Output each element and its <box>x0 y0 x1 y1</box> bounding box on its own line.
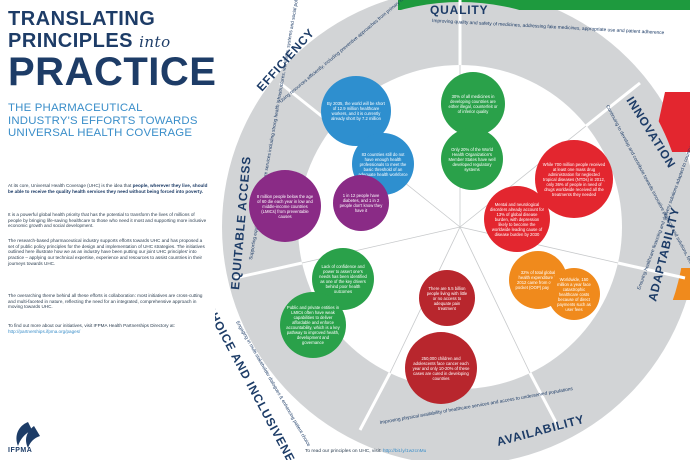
partnerships-link[interactable]: http://partnerships.ifpma.org/pages/ <box>8 328 81 334</box>
ifpma-logo-text: IFPMA <box>8 447 33 454</box>
principles-link[interactable]: http://bit.ly/1wzcnMu <box>382 449 427 454</box>
stat-bubble: 1 in 12 people have diabetes, and 1 in 2… <box>333 175 389 231</box>
stat-bubble: Public and private entities in LMICs oft… <box>280 292 346 358</box>
title-line-2: PRINCIPLES into <box>8 30 171 53</box>
title-line-3: PRACTICE <box>8 50 217 94</box>
intro-paragraph-3: The research-based pharmaceutical indust… <box>8 238 205 266</box>
stat-bubble: 30% of all medicines in developing count… <box>441 72 505 136</box>
intro-paragraph-5: To find out more about our initiatives, … <box>8 323 208 334</box>
page-subtitle: THE PHARMACEUTICAL INDUSTRY'S EFFORTS TO… <box>8 102 198 139</box>
intro-paragraph-1: At its core, Universal Health Coverage (… <box>8 183 208 194</box>
stat-bubble: Mental and neurological disorders alread… <box>484 186 550 252</box>
category-quality-label: QUALITY <box>430 3 488 17</box>
footer-note: To read our principles on UHC, visit: ht… <box>305 449 426 454</box>
title-line-1: TRANSLATING <box>8 8 156 30</box>
intro-paragraph-4: The overarching theme behind all these e… <box>8 293 203 310</box>
stat-bubble: There are 5.5 billion people living with… <box>419 270 475 326</box>
title-into: into <box>139 33 171 51</box>
title-principles: PRINCIPLES <box>8 30 134 52</box>
stat-bubble: 250,000 children and adolescents face ca… <box>405 332 477 404</box>
stat-bubble: Worldwide, 150 million a year face catas… <box>548 268 600 320</box>
intro-panel: TRANSLATING PRINCIPLES into PRACTICE THE… <box>0 0 217 460</box>
stat-bubble: By 2035, the world will be short of 12.9… <box>321 76 391 146</box>
intro-p1-text: At its core, Universal Health Coverage (… <box>8 183 133 188</box>
stat-bubble: Only 20% of the World Health Organizatio… <box>441 128 503 190</box>
intro-paragraph-2: It is a powerful global health priority … <box>8 212 207 229</box>
stat-bubble: While 700 million people received at lea… <box>535 140 613 218</box>
stat-bubble: 8 million people below the age of 60 die… <box>249 170 321 242</box>
intro-p1-emphasis: people, wherever they live, should be ab… <box>8 183 208 194</box>
footer-text: To read our principles on UHC, visit: <box>305 449 382 454</box>
ifpma-swirl-icon <box>16 422 40 448</box>
intro-p5-text: To find out more about our initiatives, … <box>8 323 175 328</box>
